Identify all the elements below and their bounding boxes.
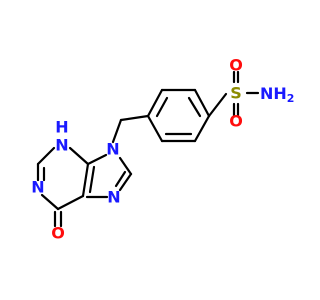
atom-n-ring-left: N <box>31 178 44 197</box>
atom-n7: N <box>107 188 120 207</box>
bond-ring-3 <box>193 88 211 118</box>
bond-c5-c4-a <box>81 162 90 198</box>
bond-c4-n9 <box>86 153 108 166</box>
bond-c8-n7-b <box>114 170 127 188</box>
bond-ring-ch2 <box>119 114 150 122</box>
atom-nh2: NH2 <box>260 84 294 106</box>
atom-o-sulfonyl-bottom: O <box>229 112 243 131</box>
atom-n-nh-ring: N <box>55 136 68 155</box>
bonds <box>36 70 260 228</box>
bond-ring-s <box>207 92 228 118</box>
atom-o-carbonyl: O <box>51 224 65 243</box>
atom-nh2-main: NH <box>260 84 287 103</box>
atom-n9: N <box>106 140 119 159</box>
bond-c5-c4-b <box>88 165 96 194</box>
atom-o-sulfonyl-top: O <box>229 56 243 75</box>
bond-c6-c5 <box>56 194 85 211</box>
bond-c8-n7-a <box>118 172 133 192</box>
bond-c4-n3 <box>68 146 90 166</box>
bond-ring-4 <box>193 114 211 143</box>
bond-ring-6 <box>146 114 164 143</box>
bond-ring-inner-2 <box>187 96 202 118</box>
atom-nh2-subscript: 2 <box>287 92 295 105</box>
atom-s-sulfonyl: S <box>230 84 242 103</box>
bond-ring-inner-1 <box>155 96 169 118</box>
bond-ring-1 <box>146 88 164 118</box>
atom-labels: O S O NH2 H N N N N O <box>31 56 294 243</box>
atom-h-ring: H <box>55 118 68 137</box>
bond-ch2-n9 <box>111 118 123 144</box>
bond-n3-c2 <box>36 146 56 166</box>
bond-n9-c8 <box>118 156 133 176</box>
structure-canvas: O S O NH2 H N N N N O <box>31 56 294 243</box>
bond-n1-c6 <box>40 193 60 211</box>
molecule-structure: O S O NH2 H N N N N O <box>31 56 294 243</box>
